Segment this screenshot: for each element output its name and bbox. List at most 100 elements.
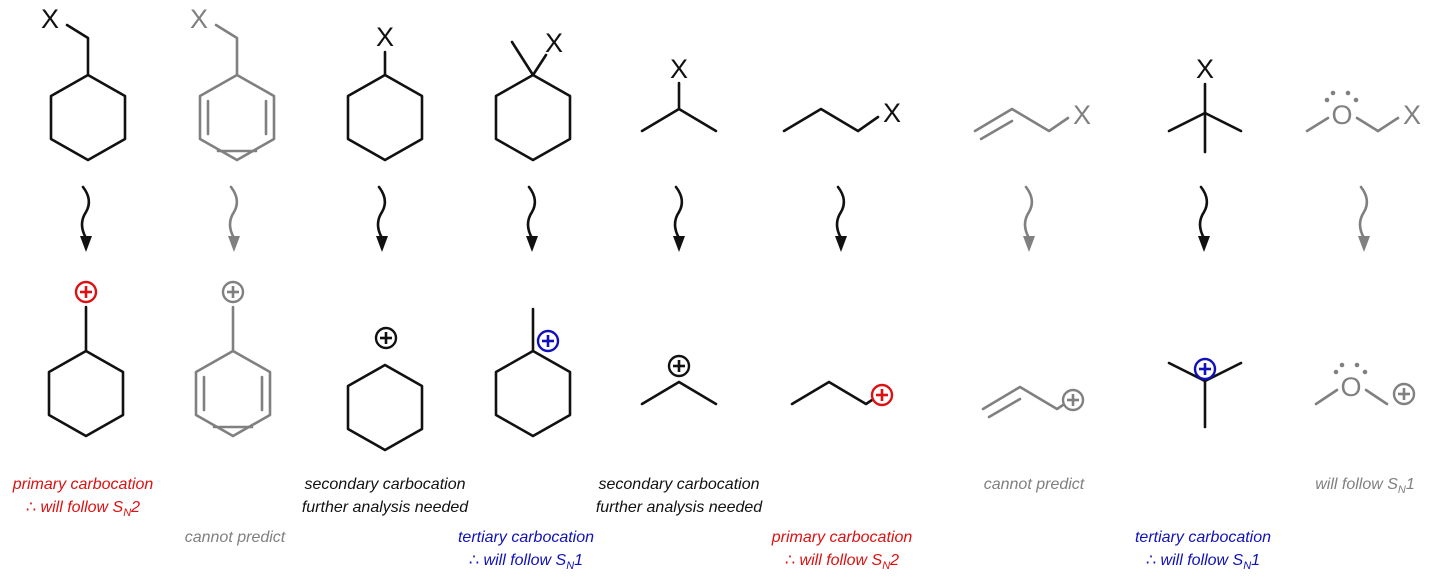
column-methoxymethyl: O X O bbox=[1305, 90, 1421, 496]
bond bbox=[640, 107, 718, 133]
reactant-cyclohexyl: X bbox=[346, 22, 424, 162]
caption-line2: ∴ will follow SN2 bbox=[785, 552, 899, 572]
leaving-group-label: X bbox=[1073, 100, 1091, 130]
bond bbox=[1167, 111, 1207, 133]
squiggle-arrow bbox=[80, 185, 91, 240]
charge-symbol bbox=[74, 280, 98, 304]
reactant-benzyl: X bbox=[190, 4, 276, 162]
bond bbox=[981, 385, 1065, 411]
caption-line2: ∴ will follow SN1 bbox=[1146, 552, 1260, 572]
arrowhead bbox=[228, 236, 240, 252]
column-methylcyclohexyl: X tertiary carbocation ∴ will follow SN1 bbox=[458, 28, 594, 572]
arrowhead bbox=[1023, 236, 1035, 252]
bond bbox=[1376, 116, 1400, 133]
column-tert-butyl: X tertiary carbocation ∴ will follow SN1 bbox=[1135, 54, 1271, 572]
charge-symbol bbox=[1061, 388, 1085, 412]
bond bbox=[973, 107, 1070, 133]
bond bbox=[494, 349, 572, 438]
arrowhead bbox=[673, 236, 685, 252]
arrowhead bbox=[80, 236, 92, 252]
bond bbox=[214, 23, 239, 77]
charge-symbol bbox=[870, 383, 894, 407]
reactant-allyl: X bbox=[973, 100, 1091, 141]
bond bbox=[1314, 388, 1339, 406]
carbocation-tert-butyl bbox=[1167, 357, 1243, 429]
charge-symbol bbox=[536, 329, 560, 353]
lone-pair-dots bbox=[1333, 362, 1368, 375]
bond bbox=[47, 349, 125, 438]
carbocation-primary bbox=[47, 280, 125, 438]
caption-line1: cannot predict bbox=[984, 476, 1085, 493]
caption-line2: further analysis needed bbox=[596, 499, 763, 516]
leaving-group-label: X bbox=[670, 54, 688, 84]
charge-symbol bbox=[1193, 357, 1217, 381]
caption-line1: secondary carbocation bbox=[305, 476, 466, 493]
caption-line2: ∴ will follow SN1 bbox=[469, 552, 583, 572]
bond bbox=[494, 73, 572, 162]
bond bbox=[346, 73, 424, 162]
carbocation-propyl bbox=[790, 380, 894, 407]
reactant-methoxymethyl: O X bbox=[1305, 90, 1421, 133]
leaving-group-label: X bbox=[545, 28, 563, 58]
carbocation-methoxymethyl: O bbox=[1314, 362, 1416, 406]
squiggle-arrow bbox=[1358, 185, 1369, 240]
caption-line2: ∴ will follow SN2 bbox=[26, 499, 140, 519]
squiggle-arrow bbox=[526, 185, 537, 240]
lone-pair-dots bbox=[1324, 90, 1359, 103]
arrowhead bbox=[526, 236, 538, 252]
carbocation-isopropyl bbox=[640, 354, 718, 406]
caption-line1: primary carbocation bbox=[771, 529, 913, 546]
arrowhead bbox=[376, 236, 388, 252]
squiggle-arrow bbox=[1198, 185, 1209, 240]
squiggle-arrow bbox=[673, 185, 684, 240]
leaving-group-label: X bbox=[1403, 100, 1421, 130]
bond bbox=[782, 107, 880, 133]
double-bond bbox=[979, 119, 1014, 141]
bond bbox=[531, 53, 548, 77]
column-cyclohexylmethyl: X primary carbocation ∴ will follow SN2 bbox=[12, 4, 154, 519]
reactant-isopropyl: X bbox=[640, 54, 718, 133]
reactant-propyl: X bbox=[782, 98, 901, 133]
charge-symbol bbox=[667, 354, 691, 378]
charge-symbol bbox=[374, 326, 398, 350]
charge-symbol bbox=[1392, 382, 1416, 406]
column-allyl: X cannot predict bbox=[973, 100, 1091, 493]
leaving-group-label: X bbox=[190, 4, 208, 34]
bond bbox=[790, 380, 874, 406]
squiggle-arrow bbox=[1023, 185, 1034, 240]
carbocation-secondary bbox=[346, 326, 424, 452]
column-cyclohexyl: X secondary carbocation further analysis… bbox=[302, 22, 469, 516]
caption-line1: cannot predict bbox=[185, 529, 286, 546]
arrowhead bbox=[1358, 236, 1370, 252]
bond bbox=[1203, 111, 1243, 133]
caption-line1: secondary carbocation bbox=[599, 476, 760, 493]
carbocation-allyl bbox=[981, 385, 1085, 419]
double-bond bbox=[987, 397, 1022, 419]
arrowhead bbox=[1198, 236, 1210, 252]
leaving-group-label: X bbox=[1196, 54, 1214, 84]
caption-line1: primary carbocation bbox=[12, 476, 154, 493]
charge-symbol bbox=[221, 280, 245, 304]
bond bbox=[198, 73, 276, 162]
reactant-methylcyclohexyl: X bbox=[494, 28, 572, 162]
bond bbox=[1364, 388, 1389, 406]
oxygen-label: O bbox=[1331, 100, 1352, 130]
leaving-group-label: X bbox=[376, 22, 394, 52]
bond bbox=[510, 40, 535, 77]
bond bbox=[65, 23, 90, 77]
arrowhead bbox=[835, 236, 847, 252]
bond bbox=[49, 73, 127, 162]
bond bbox=[194, 349, 272, 438]
bond bbox=[1355, 116, 1380, 133]
bond bbox=[346, 363, 424, 452]
leaving-group-label: X bbox=[41, 4, 59, 34]
caption-line1: tertiary carbocation bbox=[1135, 529, 1271, 546]
bond bbox=[640, 380, 718, 406]
reactant-tert-butyl: X bbox=[1167, 54, 1243, 154]
squiggle-arrow bbox=[835, 185, 846, 240]
caption-line1: will follow SN1 bbox=[1315, 476, 1415, 496]
column-propyl: X primary carbocation ∴ will follow SN2 bbox=[771, 98, 913, 572]
reactant-cyclohexylmethyl: X bbox=[41, 4, 127, 162]
caption-line2: further analysis needed bbox=[302, 499, 469, 516]
column-benzyl: X cannot predict bbox=[185, 4, 286, 546]
